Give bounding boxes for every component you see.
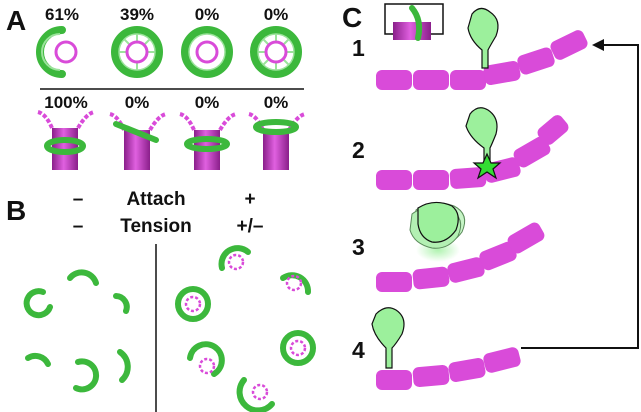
microtubule-side-view-1 <box>37 110 95 170</box>
step-4-label: 4 <box>352 337 365 363</box>
panel-b-label: B <box>6 195 26 226</box>
step-2-label: 2 <box>352 137 365 163</box>
panel-c: C 1 2 3 4 <box>342 2 639 390</box>
ring-top-view-4 <box>250 26 302 78</box>
microtubule-side-view-2 <box>109 112 167 170</box>
microtubule-step-3 <box>376 222 545 292</box>
motor-protein-step-2 <box>465 107 498 163</box>
star-marker <box>472 152 502 180</box>
right-tension-sign: +/– <box>237 216 264 237</box>
motor-protein-step-1 <box>467 7 499 69</box>
panel-c-label: C <box>342 2 362 33</box>
percent-bottom-2: 0% <box>125 93 150 112</box>
attach-label: Attach <box>126 189 185 210</box>
ring-fragment-4 <box>25 352 51 367</box>
ring-top-view-2 <box>111 26 163 78</box>
attached-ring-6 <box>236 377 275 412</box>
step-3-label: 3 <box>352 234 365 260</box>
free-ring-fragments <box>23 269 131 393</box>
motor-protein-step-3-detaching <box>409 201 466 262</box>
panel-a-label: A <box>6 5 26 36</box>
cycle-arrow <box>521 39 639 349</box>
inset-ring-on-microtubule <box>384 3 444 41</box>
ring-fragment-6 <box>117 349 131 383</box>
percent-top-3: 0% <box>195 5 220 24</box>
percent-bottom-4: 0% <box>264 93 289 112</box>
attached-ring-2 <box>280 272 311 295</box>
ring-fragment-3 <box>113 293 130 314</box>
attached-ring-5 <box>187 341 225 377</box>
left-attach-sign: – <box>73 189 84 210</box>
panel-b: B – Attach + – Tension +/– <box>6 189 316 412</box>
motor-protein-step-4 <box>371 307 405 369</box>
attached-rings <box>175 245 316 412</box>
tension-label: Tension <box>120 216 191 237</box>
percent-bottom-1: 100% <box>44 93 87 112</box>
step-1-label: 1 <box>352 35 365 61</box>
panel-a: A 61% 39% 0% 0% <box>6 5 306 170</box>
percent-top-1: 61% <box>45 5 79 24</box>
microtubule-side-view-4 <box>248 112 306 170</box>
percent-top-2: 39% <box>120 5 154 24</box>
percent-bottom-3: 0% <box>195 93 220 112</box>
attached-ring-1 <box>218 245 251 271</box>
percent-top-4: 0% <box>264 5 289 24</box>
right-attach-sign: + <box>244 189 255 210</box>
arrow-head <box>592 39 604 51</box>
ring-fragment-5 <box>73 358 100 393</box>
microtubule-step-1 <box>376 30 588 90</box>
attached-ring-4 <box>280 330 316 366</box>
ring-fragment-2 <box>67 269 99 286</box>
ring-top-view-1 <box>36 26 78 78</box>
ring-fragment-1 <box>23 288 53 319</box>
left-tension-sign: – <box>73 216 84 237</box>
ring-top-view-3 <box>181 26 233 78</box>
microtubule-step-4 <box>376 347 521 390</box>
attached-ring-3 <box>175 286 211 322</box>
microtubule-side-view-3 <box>179 112 237 170</box>
